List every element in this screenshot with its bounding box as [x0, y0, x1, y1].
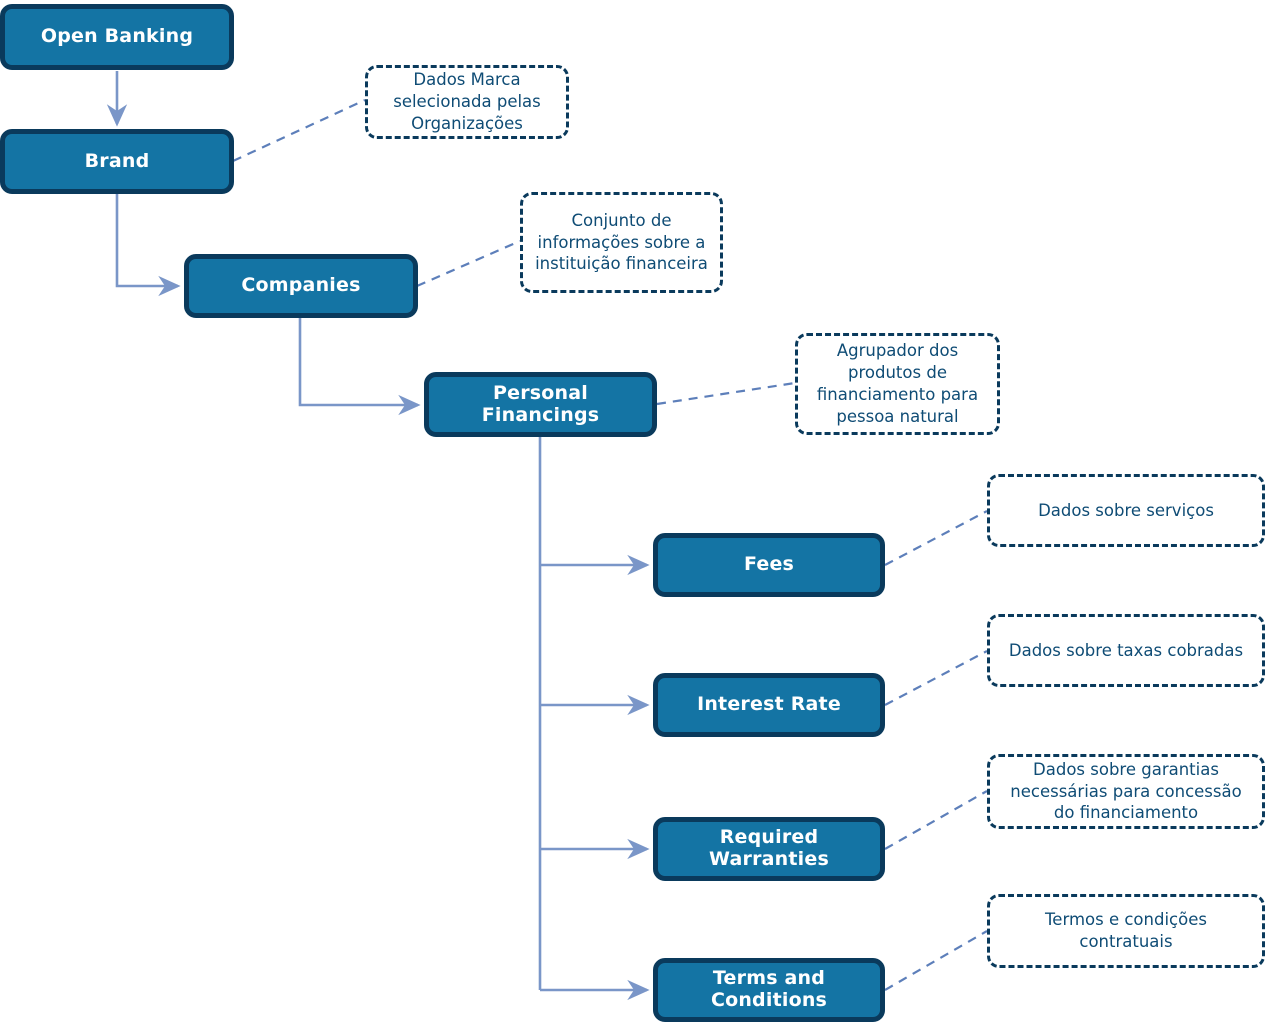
leader-personal-financings-note — [656, 381, 796, 406]
note-companies-label: Conjunto de informações sobre a institui… — [535, 210, 708, 274]
note-companies: Conjunto de informações sobre a institui… — [520, 192, 723, 293]
leader-brand-note — [232, 99, 366, 162]
node-personal-financings-label: Personal Financings — [481, 381, 600, 426]
node-required-warranties-label: Required Warranties — [709, 826, 829, 870]
edge-companies-to-personal-financings — [298, 317, 421, 416]
note-terms-and-conditions-label: Termos e condições contratuais — [1045, 910, 1207, 951]
leader-required-warranties-note — [884, 790, 988, 850]
note-fees: Dados sobre serviços — [987, 474, 1265, 547]
leader-interest-rate-note — [884, 650, 988, 706]
node-interest-rate[interactable]: Interest Rate — [653, 673, 885, 737]
note-interest-rate: Dados sobre taxas cobradas — [987, 614, 1265, 687]
node-terms-and-conditions[interactable]: Terms and Conditions — [653, 958, 885, 1022]
node-personal-financings[interactable]: Personal Financings — [424, 372, 657, 437]
node-companies-label: Companies — [241, 274, 361, 297]
node-brand[interactable]: Brand — [0, 129, 234, 194]
note-fees-label: Dados sobre serviços — [1038, 500, 1214, 520]
node-fees-label: Fees — [743, 553, 795, 576]
note-brand-label: Dados Marca selecionada pelas Organizaçõ… — [393, 70, 541, 133]
node-required-warranties[interactable]: Required Warranties — [653, 817, 885, 881]
note-brand: Dados Marca selecionada pelas Organizaçõ… — [365, 65, 569, 139]
note-terms-and-conditions: Termos e condições contratuais — [987, 894, 1265, 968]
node-companies[interactable]: Companies — [184, 254, 418, 318]
note-required-warranties: Dados sobre garantias necessárias para c… — [987, 754, 1265, 829]
note-interest-rate-label: Dados sobre taxas cobradas — [1008, 640, 1244, 660]
node-open-banking[interactable]: Open Banking — [0, 4, 234, 70]
leader-companies-note — [416, 239, 521, 288]
node-open-banking-label: Open Banking — [40, 25, 194, 48]
node-fees[interactable]: Fees — [653, 533, 885, 597]
leader-fees-note — [884, 510, 988, 566]
note-personal-financings-label: Agrupador dos produtos de financiamento … — [816, 341, 979, 426]
note-required-warranties-label: Dados sobre garantias necessárias para c… — [1010, 759, 1242, 823]
leader-terms-and-conditions-note — [884, 930, 988, 991]
edge-brand-to-companies — [115, 192, 181, 297]
node-terms-and-conditions-label: Terms and Conditions — [710, 967, 828, 1011]
node-brand-label: Brand — [84, 149, 150, 172]
node-interest-rate-label: Interest Rate — [697, 693, 841, 716]
note-personal-financings: Agrupador dos produtos de financiamento … — [795, 333, 1000, 435]
